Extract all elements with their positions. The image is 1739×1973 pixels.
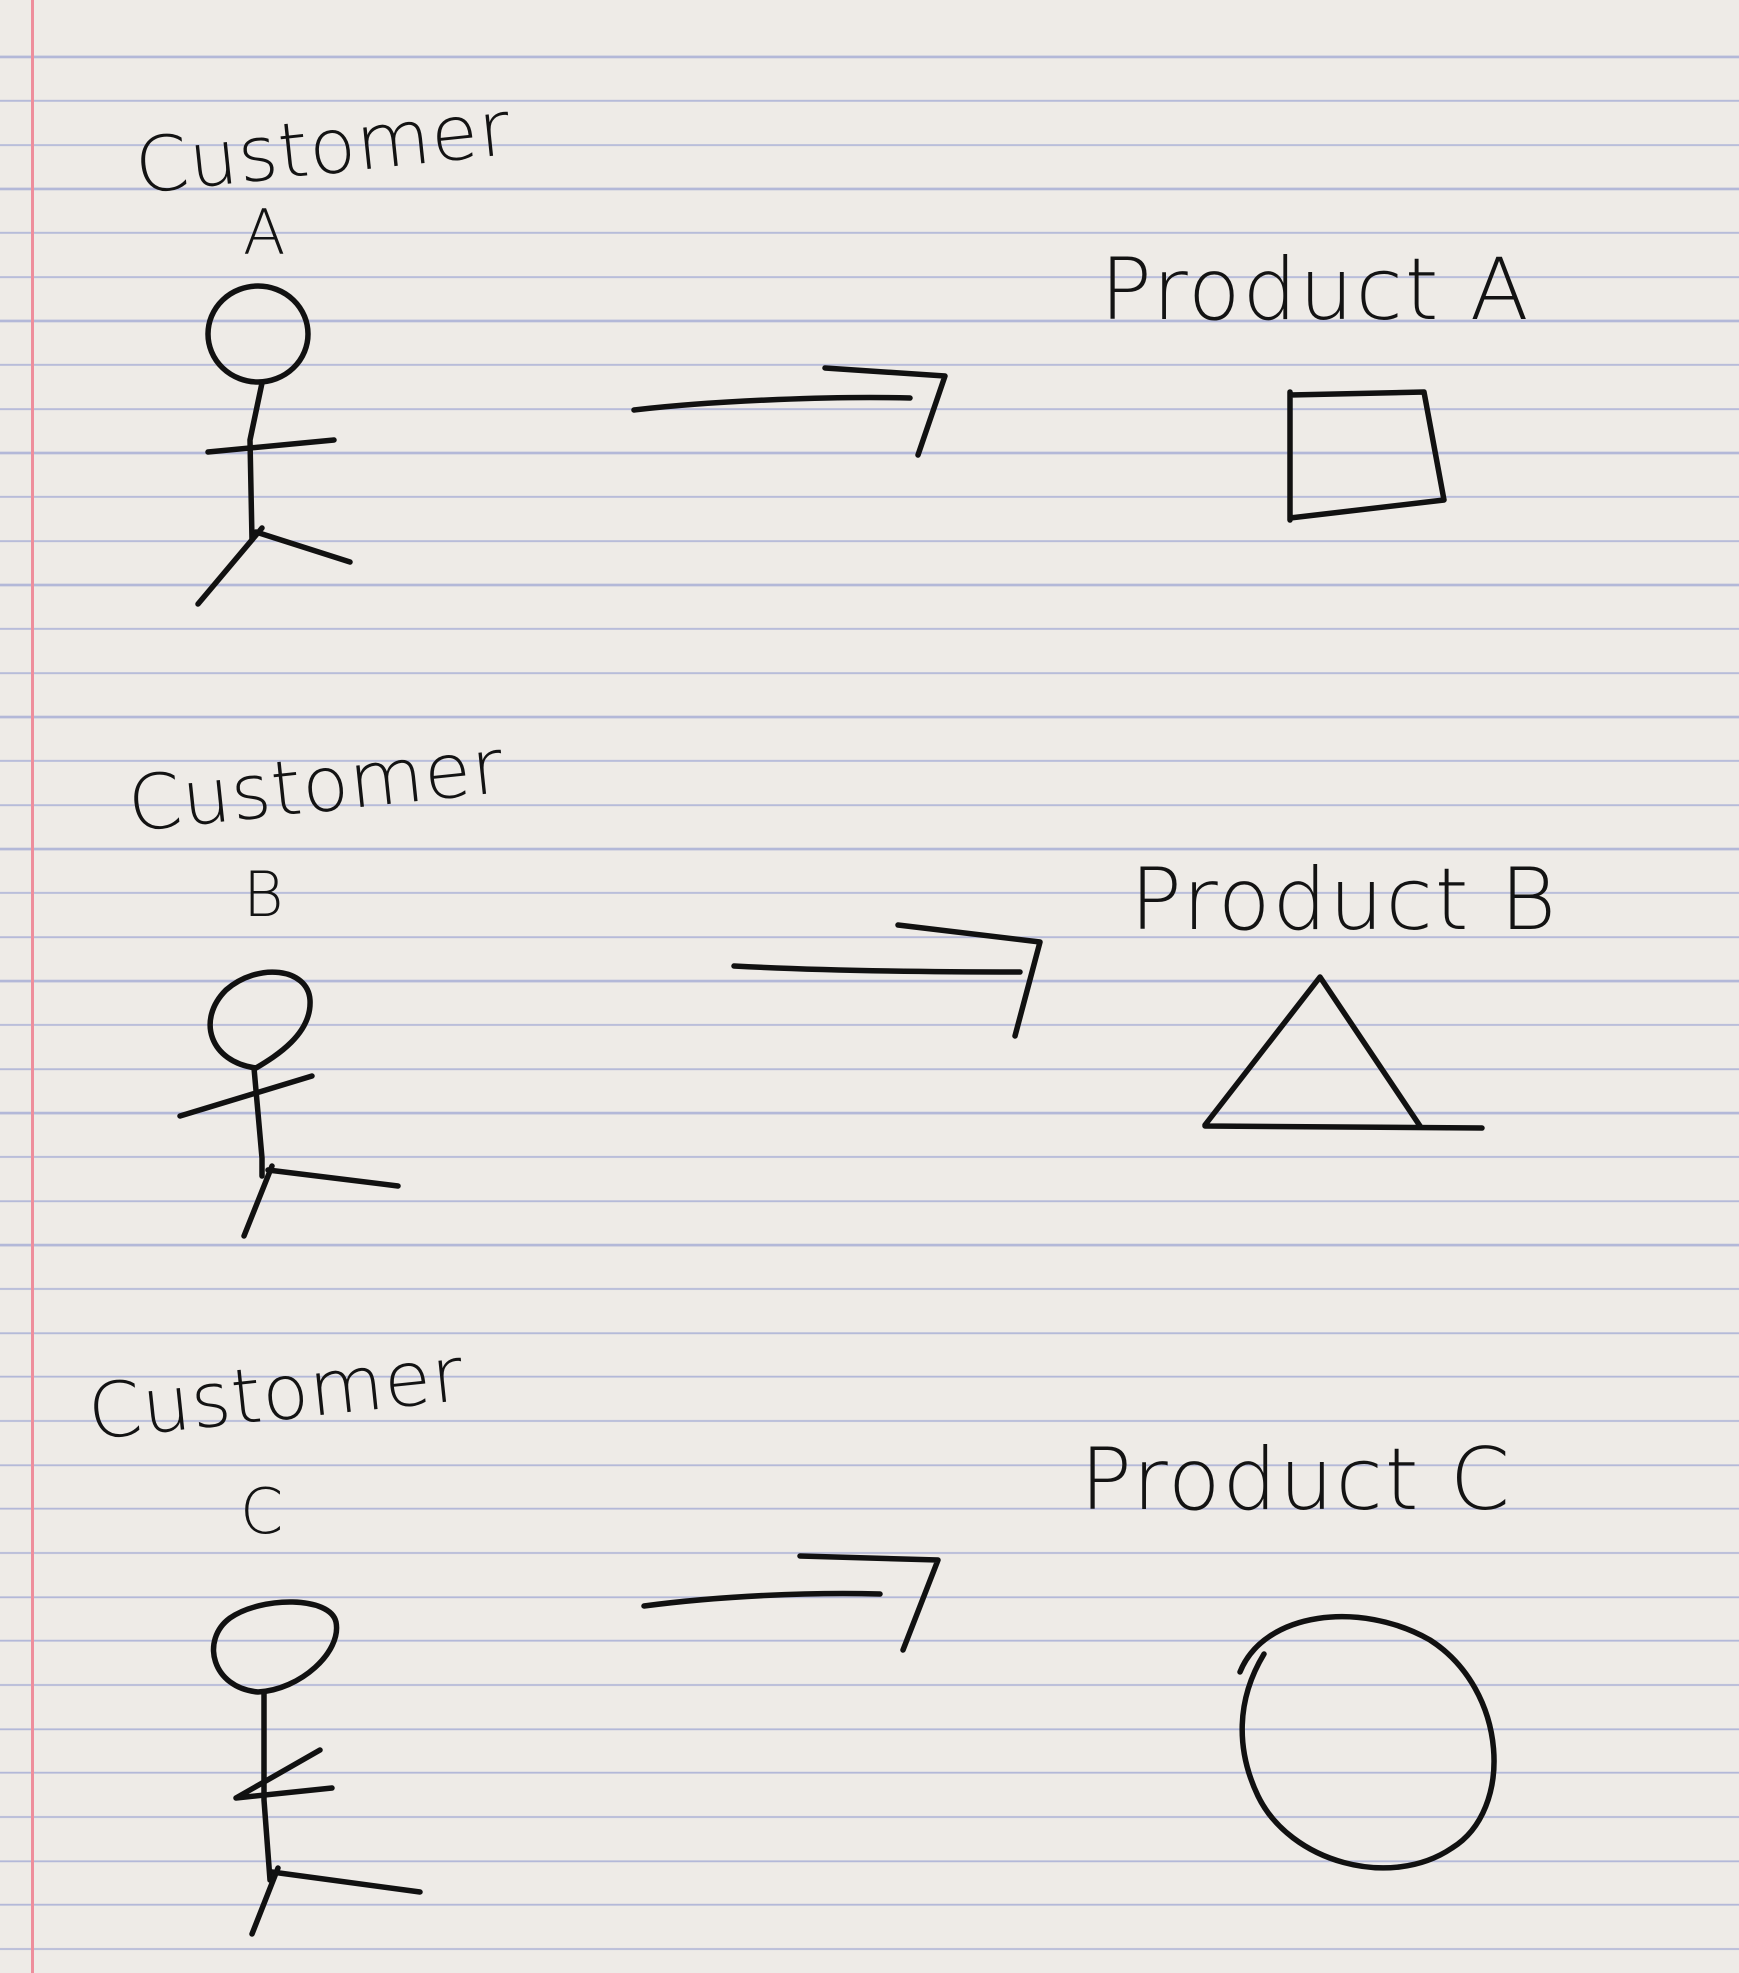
figure-c-body [261,1689,273,1883]
stick-figure-icon [195,283,353,607]
figure-c-arms [233,1747,335,1801]
figure-a-head [205,283,311,385]
product-c-circle [1237,1613,1497,1871]
stick-figure-icon [210,1599,423,1937]
arrow-a-head [822,365,948,458]
arrow-c-head [797,1553,941,1653]
figure-b-arms [177,1073,315,1119]
arrow-b-shaft [731,963,1023,975]
figure-b-legs [241,1163,401,1239]
arrow-right-icon [631,365,948,458]
arrow-right-icon [641,1553,941,1653]
figure-a-legs [195,525,353,607]
product-c-label: Product C [1080,1430,1512,1530]
arrow-a-shaft [631,394,913,413]
figure-a-arms [205,437,337,455]
figure-c-legs [249,1865,423,1937]
triangle-shape-icon [1202,974,1485,1131]
figure-b-body [251,1065,265,1179]
product-b-triangle [1202,974,1485,1131]
product-a-label: Product A [1100,240,1531,340]
customer-b-letter: B [243,858,285,931]
square-shape-icon [1287,389,1447,523]
red-margin-line [31,0,34,1973]
customer-a-letter: A [243,196,287,269]
arrow-right-icon [731,922,1043,1039]
figure-b-head [207,969,313,1071]
customer-c-letter: C [240,1475,285,1548]
stick-figure-icon [177,969,401,1239]
arrow-b-head [895,922,1043,1039]
arrow-c-shaft [641,1590,883,1609]
product-a-square [1287,389,1447,523]
figure-c-head [210,1599,340,1695]
product-b-label: Product B [1130,850,1559,950]
circle-shape-icon [1237,1613,1497,1871]
figure-a-body [247,380,265,543]
